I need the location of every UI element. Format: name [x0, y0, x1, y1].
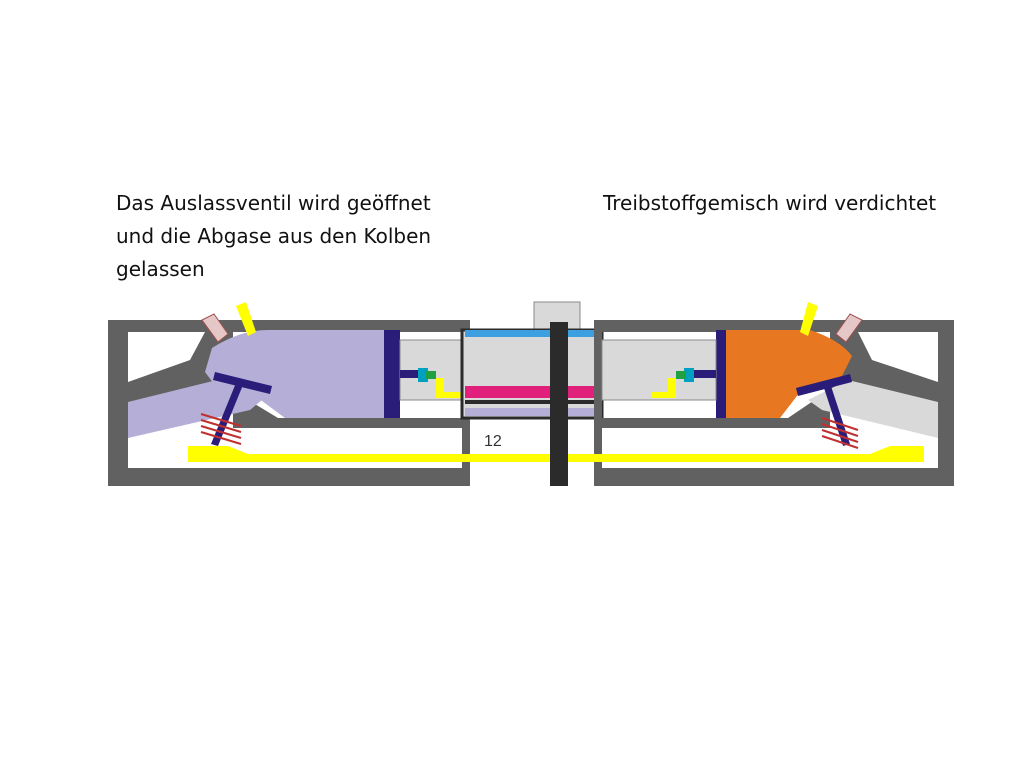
blue-bar [465, 330, 599, 337]
caption-line: Das Auslassventil wird geöffnet [116, 191, 431, 215]
spark-plug-right [800, 302, 863, 343]
piston-right [716, 330, 726, 418]
exhaust-port [128, 378, 262, 438]
center-section: 12 [460, 301, 604, 486]
caption-line: Treibstoffgemisch wird verdichtet [603, 191, 937, 215]
caption-line: gelassen [116, 257, 205, 281]
caption-compression: Treibstoffgemisch wird verdichtet [603, 187, 983, 220]
magenta-bar [465, 386, 599, 398]
fuel-line [188, 446, 550, 462]
rod-fitting-left [418, 368, 428, 382]
intake-valve [796, 374, 852, 446]
right-chamber [724, 330, 852, 418]
center-shaft [550, 322, 568, 486]
lower-frame-bar [465, 400, 599, 404]
rod-coupling-left [426, 371, 436, 379]
left-housing [108, 320, 470, 486]
center-frame [460, 328, 604, 420]
rod-coupling-right [676, 371, 686, 379]
intake-port [808, 380, 938, 438]
valve-spring-right [821, 417, 859, 449]
connecting-rod-right [690, 370, 716, 378]
connecting-rod-left [400, 370, 424, 378]
fuel-connector-right [652, 378, 676, 398]
step-number: 12 [484, 433, 502, 450]
piston-left [384, 330, 400, 418]
valve-spring [200, 413, 242, 445]
valve-stem [822, 380, 850, 446]
right-cylinder [594, 302, 954, 486]
fuel-line-right [568, 446, 924, 462]
spark-plug-left [201, 302, 256, 343]
right-housing [594, 320, 954, 486]
caption-line: und die Abgase aus den Kolben [116, 224, 432, 248]
fuel-connector-left [436, 378, 462, 398]
left-cylinder [108, 302, 470, 486]
exhaust-valve [211, 372, 272, 446]
valve-stem [211, 378, 245, 446]
rod-fitting-right [684, 368, 694, 382]
lavender-bar [465, 408, 599, 416]
caption-exhaust-valve: Das Auslassventil wird geöffnet und die … [116, 187, 456, 286]
